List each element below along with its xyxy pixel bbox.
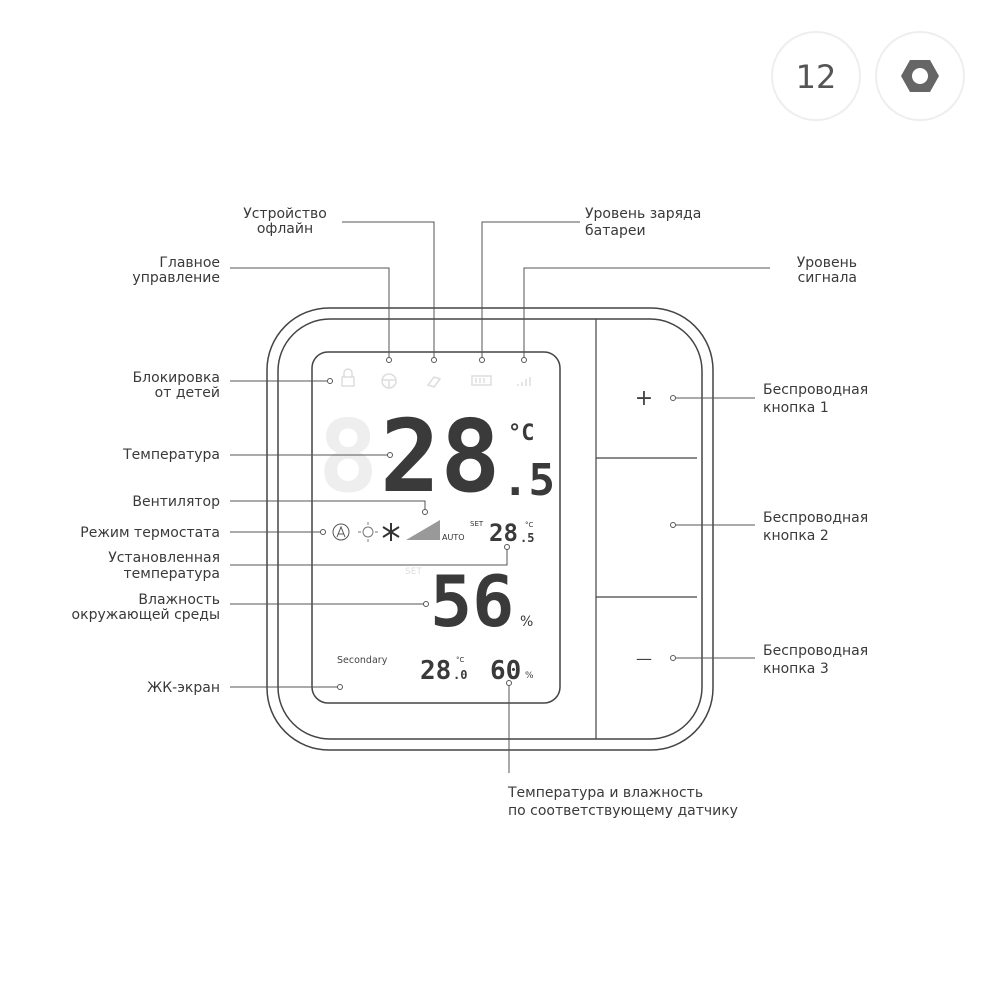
steering-wheel-icon xyxy=(381,373,397,389)
humidity-set-label: SET xyxy=(405,567,422,577)
label-sensor: по соответствующему датчику xyxy=(508,803,738,819)
hex-nut-icon xyxy=(875,31,965,121)
label-fan: Вентилятор xyxy=(132,494,220,510)
lock-icon xyxy=(341,368,355,387)
label-button-2: кнопка 2 xyxy=(763,528,829,544)
secondary-temperature-unit: °C xyxy=(456,656,465,664)
label-battery: батареи xyxy=(585,223,646,239)
auto-mode-icon xyxy=(332,523,350,541)
temp-ghost-digit: 8 xyxy=(318,398,378,515)
set-temperature-value: 28 xyxy=(489,519,518,547)
humidity-value: 56 xyxy=(430,561,514,643)
number-badge: 12 xyxy=(771,31,861,121)
fan-auto-label: AUTO xyxy=(442,533,465,542)
label-mode: Режим термостата xyxy=(80,525,220,541)
label-child-lock: от детей xyxy=(155,385,220,401)
battery-icon xyxy=(471,375,492,386)
secondary-label: Secondary xyxy=(337,655,388,666)
label-button-3: кнопка 3 xyxy=(763,661,829,677)
thermostat-device xyxy=(266,307,714,751)
signal-icon xyxy=(517,377,531,386)
sun-icon xyxy=(358,522,378,542)
label-signal: сигнала xyxy=(798,270,857,286)
temperature-unit: °C xyxy=(508,421,535,446)
secondary-temperature: 28 xyxy=(420,656,451,686)
leader-dots xyxy=(320,357,676,690)
minus-button[interactable]: — xyxy=(636,649,652,668)
snowflake-icon xyxy=(382,523,400,541)
label-button-2: Беспроводная xyxy=(763,510,868,526)
secondary-humidity: 60 xyxy=(490,656,521,686)
offline-link-icon xyxy=(426,376,442,388)
label-offline: Устройство xyxy=(243,206,327,222)
humidity-unit: % xyxy=(520,614,533,630)
label-humidity: окружающей среды xyxy=(72,607,220,623)
secondary-humidity-unit: % xyxy=(525,671,534,681)
label-offline: офлайн xyxy=(257,221,313,237)
label-lcd: ЖК-экран xyxy=(147,680,220,696)
label-main-control: управление xyxy=(132,270,220,286)
label-humidity: Влажность xyxy=(138,592,220,608)
temperature-decimal: .5 xyxy=(502,455,555,506)
set-label: SET xyxy=(470,520,484,528)
plus-button[interactable]: + xyxy=(635,386,653,411)
label-button-1: Беспроводная xyxy=(763,382,868,398)
leader-lines xyxy=(230,221,770,773)
label-button-3: Беспроводная xyxy=(763,643,868,659)
label-temperature: Температура xyxy=(122,447,220,463)
label-set-temp: Установленная xyxy=(108,550,220,566)
label-child-lock: Блокировка xyxy=(133,370,220,386)
label-set-temp: температура xyxy=(124,566,220,582)
secondary-temperature-decimal: .0 xyxy=(453,668,467,682)
temperature-value: 28 xyxy=(380,398,500,515)
label-button-1: кнопка 1 xyxy=(763,400,829,416)
set-temperature-unit: °C xyxy=(525,521,534,529)
label-main-control: Главное xyxy=(159,255,220,271)
label-signal: Уровень xyxy=(797,255,857,271)
fan-level-icon xyxy=(406,520,440,540)
set-temperature-decimal: .5 xyxy=(520,531,534,545)
badge-number: 12 xyxy=(796,58,837,96)
label-battery: Уровень заряда xyxy=(585,206,701,222)
label-sensor: Температура и влажность xyxy=(507,785,703,801)
